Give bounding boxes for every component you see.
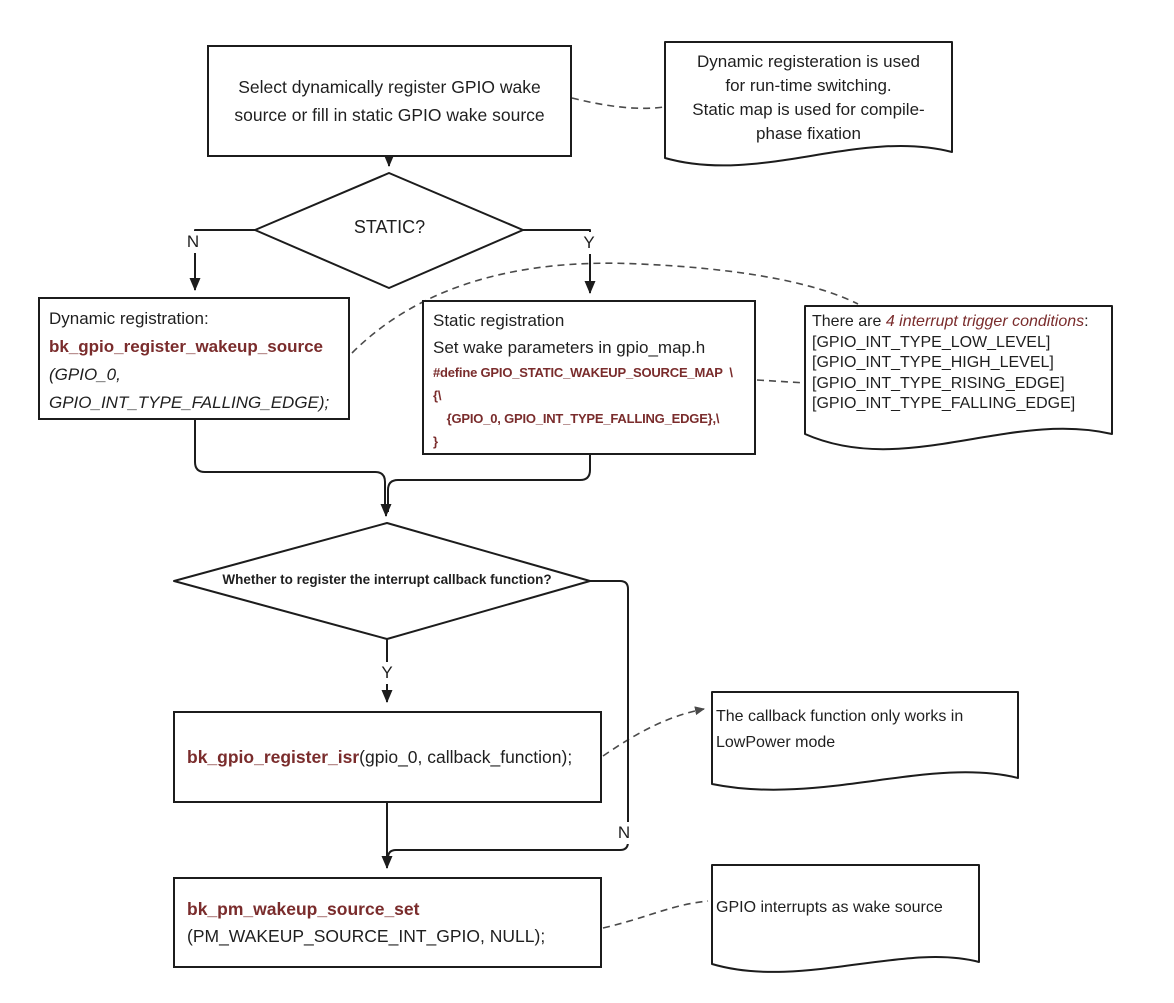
trigger-note-suffix: : <box>1084 313 1089 330</box>
trigger-note-prefix: There are <box>812 313 886 330</box>
static-code-line2: {\ <box>433 388 442 403</box>
trigger-note-item: [GPIO_INT_TYPE_LOW_LEVEL] <box>812 333 1051 351</box>
static-title: Static registration <box>433 311 565 330</box>
trigger-note-item: [GPIO_INT_TYPE_RISING_EDGE] <box>812 374 1065 392</box>
register-isr-text: bk_gpio_register_isr(gpio_0, callback_fu… <box>187 747 572 768</box>
register-isr-args: (gpio_0, callback_function); <box>359 746 573 767</box>
node-select-text: Select dynamically register GPIO wake so… <box>234 77 545 125</box>
node-dynamic-registration: Dynamic registration: bk_gpio_register_w… <box>38 297 350 420</box>
leader-wake-note <box>602 900 709 929</box>
trigger-note-item: [GPIO_INT_TYPE_FALLING_EDGE] <box>812 395 1076 412</box>
edge-decision-no <box>189 229 256 291</box>
decision-callback-label: Whether to register the interrupt callba… <box>222 572 552 587</box>
shape-decision-static <box>254 172 524 289</box>
branch-label-callback-no: N <box>613 822 635 844</box>
static-code-line4: } <box>433 434 438 449</box>
static-subtitle: Set wake parameters in gpio_map.h <box>433 338 706 357</box>
doc-registration-note <box>664 41 953 167</box>
edge-dynamic-merge <box>194 420 386 512</box>
registration-note-line4: phase fixation <box>756 124 861 143</box>
shape-decision-callback <box>173 522 591 640</box>
branch-label-static-yes: Y <box>579 232 599 254</box>
register-isr-function-name: bk_gpio_register_isr <box>187 746 360 767</box>
leader-trigger-note <box>756 379 807 384</box>
registration-note-line3: Static map is used for compile- <box>692 100 925 119</box>
registration-note-line1: Dynamic registeration is used <box>697 52 920 71</box>
leader-select-note <box>571 97 665 110</box>
static-code-line3: {GPIO_0, GPIO_INT_TYPE_FALLING_EDGE},\ <box>433 411 720 426</box>
callout-registration-note: Dynamic registeration is used for run-ti… <box>673 50 944 146</box>
doc-wake-note <box>711 864 980 973</box>
trigger-note-headline: There are 4 interrupt trigger conditions… <box>812 312 1110 333</box>
registration-note-line2: for run-time switching. <box>725 76 892 95</box>
trigger-note-item: [GPIO_INT_TYPE_HIGH_LEVEL] <box>812 354 1054 371</box>
dynamic-title: Dynamic registration: <box>49 309 209 328</box>
callout-wake-note: GPIO interrupts as wake source <box>716 899 943 916</box>
decision-static-label: STATIC? <box>353 217 426 237</box>
static-code-line1: #define GPIO_STATIC_WAKEUP_SOURCE_MAP \ <box>433 365 733 380</box>
dynamic-function-name: bk_gpio_register_wakeup_source <box>49 337 324 356</box>
branch-label-static-no: N <box>183 231 203 253</box>
doc-callback-note <box>711 691 1019 791</box>
pm-function-name: bk_pm_wakeup_source_set <box>187 898 420 919</box>
node-pm-wakeup: bk_pm_wakeup_source_set (PM_WAKEUP_SOURC… <box>173 877 602 968</box>
edge-static-merge <box>387 455 591 512</box>
trigger-note-emphasis: 4 interrupt trigger conditions <box>885 313 1085 330</box>
callout-trigger-note: There are 4 interrupt trigger conditions… <box>812 312 1110 415</box>
leader-trigger-note-arc <box>351 262 859 354</box>
callout-callback-note: The callback function only works in LowP… <box>716 708 964 751</box>
dynamic-arg-line1: (GPIO_0, <box>49 365 121 384</box>
dynamic-arg-line2: GPIO_INT_TYPE_FALLING_EDGE); <box>49 393 330 412</box>
branch-label-callback-yes: Y <box>376 662 398 684</box>
leader-callback-note <box>602 706 705 757</box>
doc-trigger-note <box>804 305 1113 451</box>
node-select: Select dynamically register GPIO wake so… <box>207 45 572 157</box>
node-register-isr: bk_gpio_register_isr(gpio_0, callback_fu… <box>173 711 602 803</box>
node-static-registration: Static registration Set wake parameters … <box>422 300 756 455</box>
pm-args: (PM_WAKEUP_SOURCE_INT_GPIO, NULL); <box>187 925 546 946</box>
edge-decision2-no <box>387 580 629 864</box>
edge-decision-yes <box>523 229 596 294</box>
